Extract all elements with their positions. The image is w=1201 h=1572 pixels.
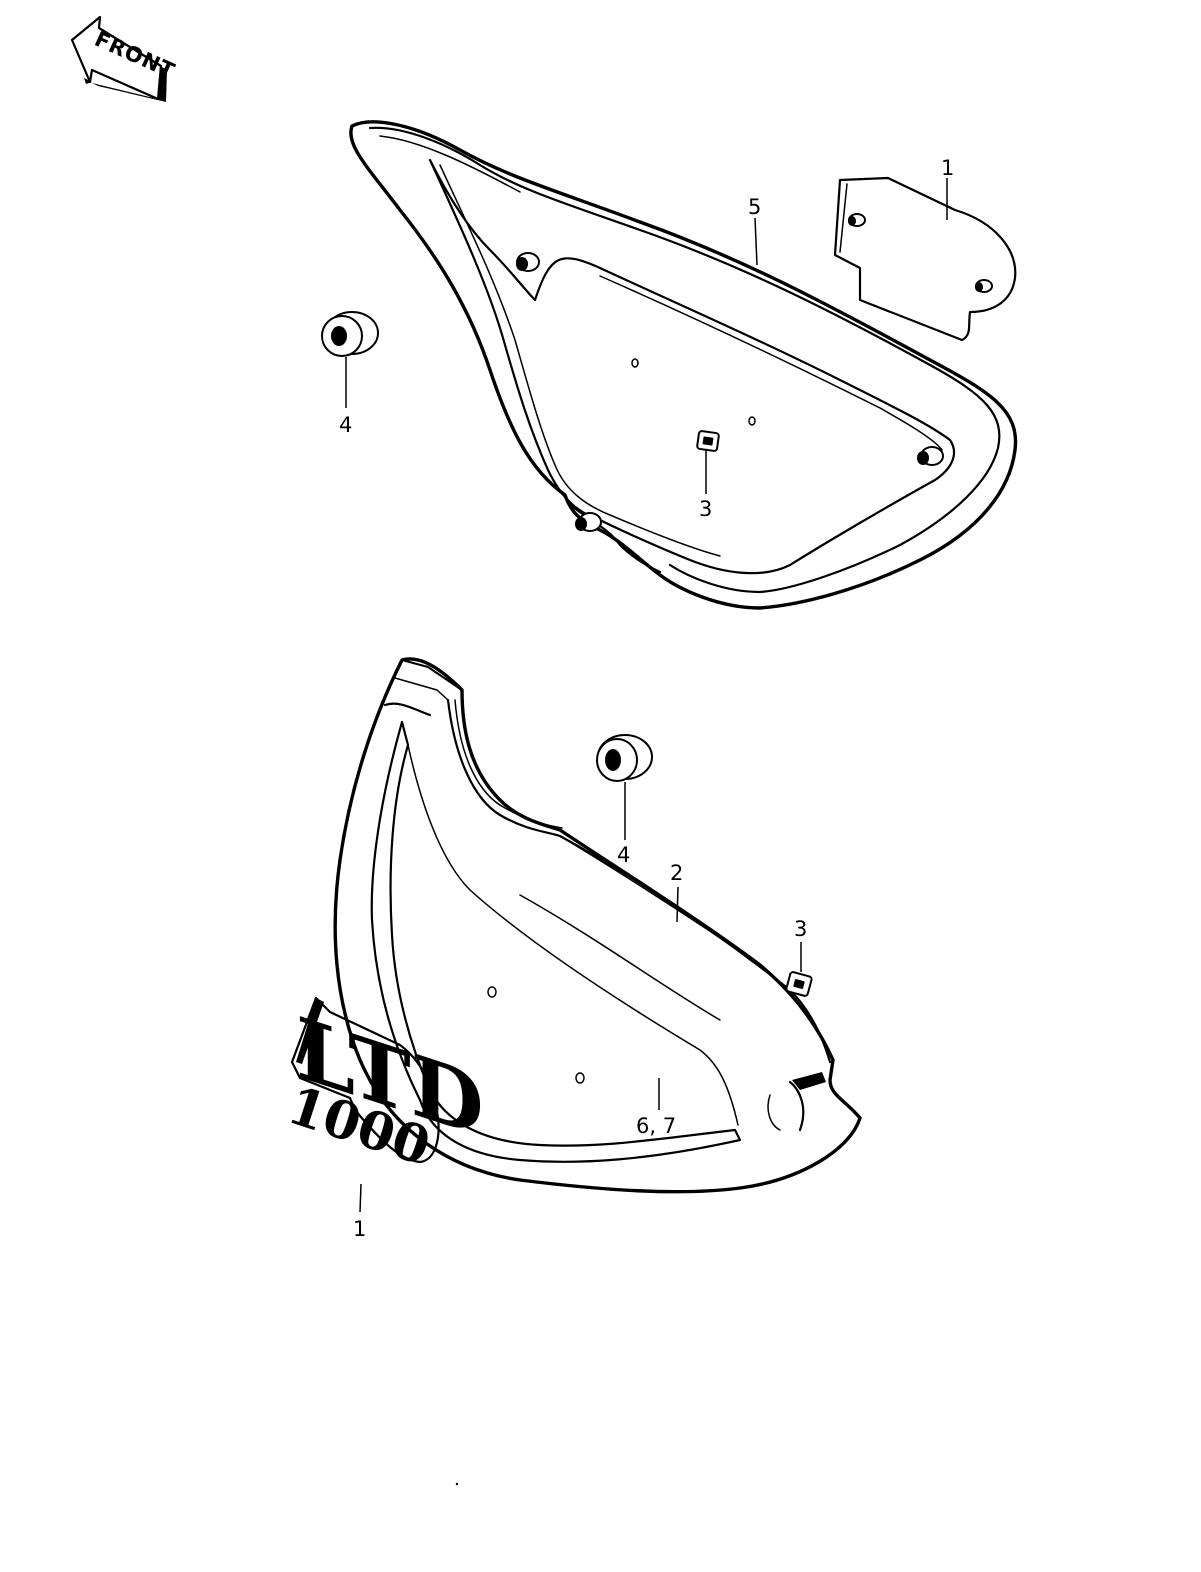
retaining-clip: [696, 430, 720, 452]
mounting-pin: [917, 446, 944, 466]
upper-badge-plate: [833, 176, 1017, 342]
ltd-1000-emblem: LTD 1000: [281, 996, 484, 1178]
lower-side-cover: [333, 657, 862, 1194]
callout-lower-stripe: 6, 7: [636, 1114, 676, 1138]
callout-upper-cover: 5: [748, 195, 761, 219]
upper-side-cover: [349, 120, 1018, 610]
retaining-clip: [785, 971, 813, 997]
mounting-pin: [516, 252, 540, 272]
callout-upper-badge: 1: [941, 156, 954, 180]
callout-lower-grommet: 4: [617, 843, 630, 867]
lower-grommet: [596, 734, 653, 782]
callout-lower-cover: 2: [670, 861, 683, 885]
front-direction-arrow: FRONT: [70, 15, 179, 102]
callout-upper-grommet: 4: [339, 413, 352, 437]
callout-upper-clip: 3: [699, 497, 712, 521]
callout-lower-clip: 3: [794, 917, 807, 941]
upper-grommet: [321, 311, 379, 357]
callout-lower-emblem: 1: [353, 1217, 366, 1241]
mounting-pin: [575, 512, 602, 532]
